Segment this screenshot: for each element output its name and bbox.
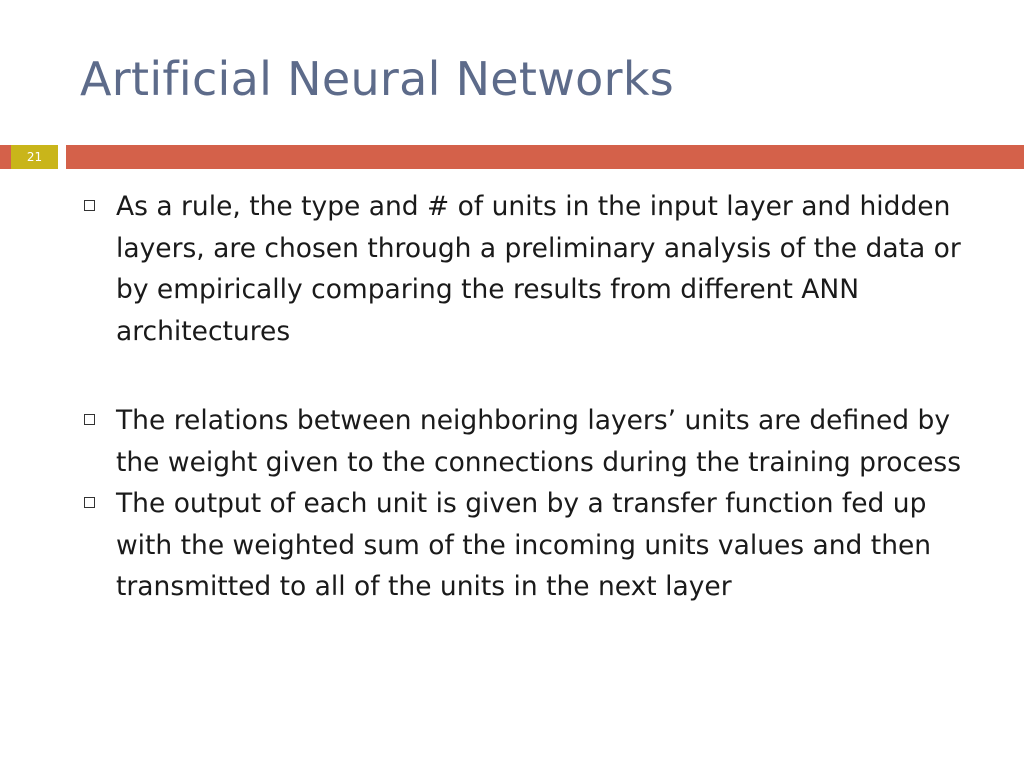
square-bullet-icon — [84, 200, 95, 211]
bullet-item: The relations between neighboring layers… — [80, 400, 980, 483]
bullet-item: As a rule, the type and # of units in th… — [80, 186, 980, 352]
bullet-list: As a rule, the type and # of units in th… — [80, 186, 980, 608]
square-bullet-icon — [84, 414, 95, 425]
bullet-text: As a rule, the type and # of units in th… — [116, 191, 961, 347]
bullet-text: The relations between neighboring layers… — [116, 405, 961, 478]
square-bullet-icon — [84, 497, 95, 508]
header-rule-right — [66, 145, 1024, 169]
bullet-text: The output of each unit is given by a tr… — [116, 488, 932, 602]
bullet-item: The output of each unit is given by a tr… — [80, 483, 980, 608]
slide-title: Artificial Neural Networks — [80, 52, 675, 106]
slide-number-badge: 21 — [11, 145, 58, 169]
header-rule-left — [0, 145, 11, 169]
